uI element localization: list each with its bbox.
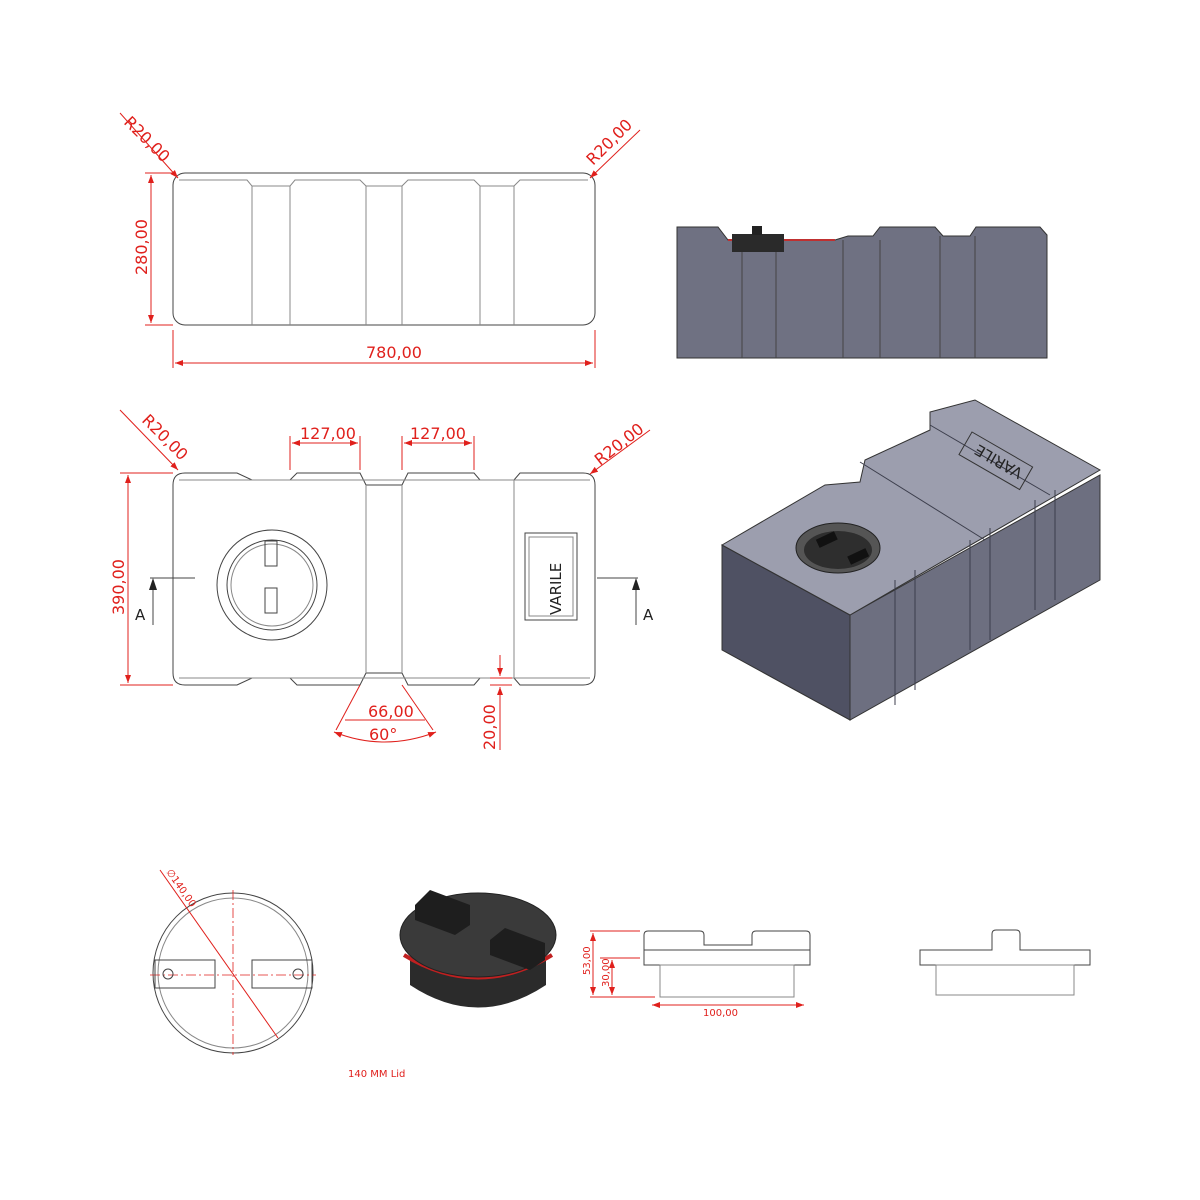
top-height-dim: 280,00 bbox=[132, 219, 151, 275]
section-label-left: A bbox=[135, 606, 146, 624]
notch-depth-dim: 20,00 bbox=[480, 704, 499, 750]
lid-profile-view bbox=[919, 929, 1091, 996]
lid-3d-view bbox=[399, 890, 557, 1008]
lid-diameter-dim: ∅140,00 bbox=[164, 867, 198, 909]
side-view bbox=[676, 226, 1048, 359]
top-radius-left: R20,00 bbox=[120, 112, 174, 166]
notch-width-dim: 66,00 bbox=[368, 702, 414, 721]
front-brand-label: VARILE bbox=[547, 563, 565, 615]
notch-angle-dim: 60° bbox=[369, 725, 397, 744]
lid-top-view: ∅140,00 140 MM Lid bbox=[150, 867, 405, 1080]
lid-caption: 140 MM Lid bbox=[348, 1069, 405, 1080]
section-label-right: A bbox=[643, 606, 654, 624]
top-view: R20,00 R20,00 280,00 780,00 bbox=[119, 112, 641, 368]
front-view: VARILE A A R20,00 R20,00 127,00 127,00 3… bbox=[109, 409, 654, 750]
front-gap-left: 127,00 bbox=[300, 424, 356, 443]
front-height-dim: 390,00 bbox=[109, 559, 128, 615]
lid-side-view: 53,00 30,00 100,00 bbox=[582, 930, 811, 1019]
isometric-view: VARILE bbox=[720, 399, 1102, 721]
lid-neck-height-dim: 30,00 bbox=[601, 958, 612, 987]
lid-neck-width-dim: 100,00 bbox=[703, 1008, 738, 1019]
front-radius-right: R20,00 bbox=[591, 419, 648, 469]
lid-total-height-dim: 53,00 bbox=[582, 946, 593, 975]
front-gap-right: 127,00 bbox=[410, 424, 466, 443]
top-length-dim: 780,00 bbox=[366, 343, 422, 362]
